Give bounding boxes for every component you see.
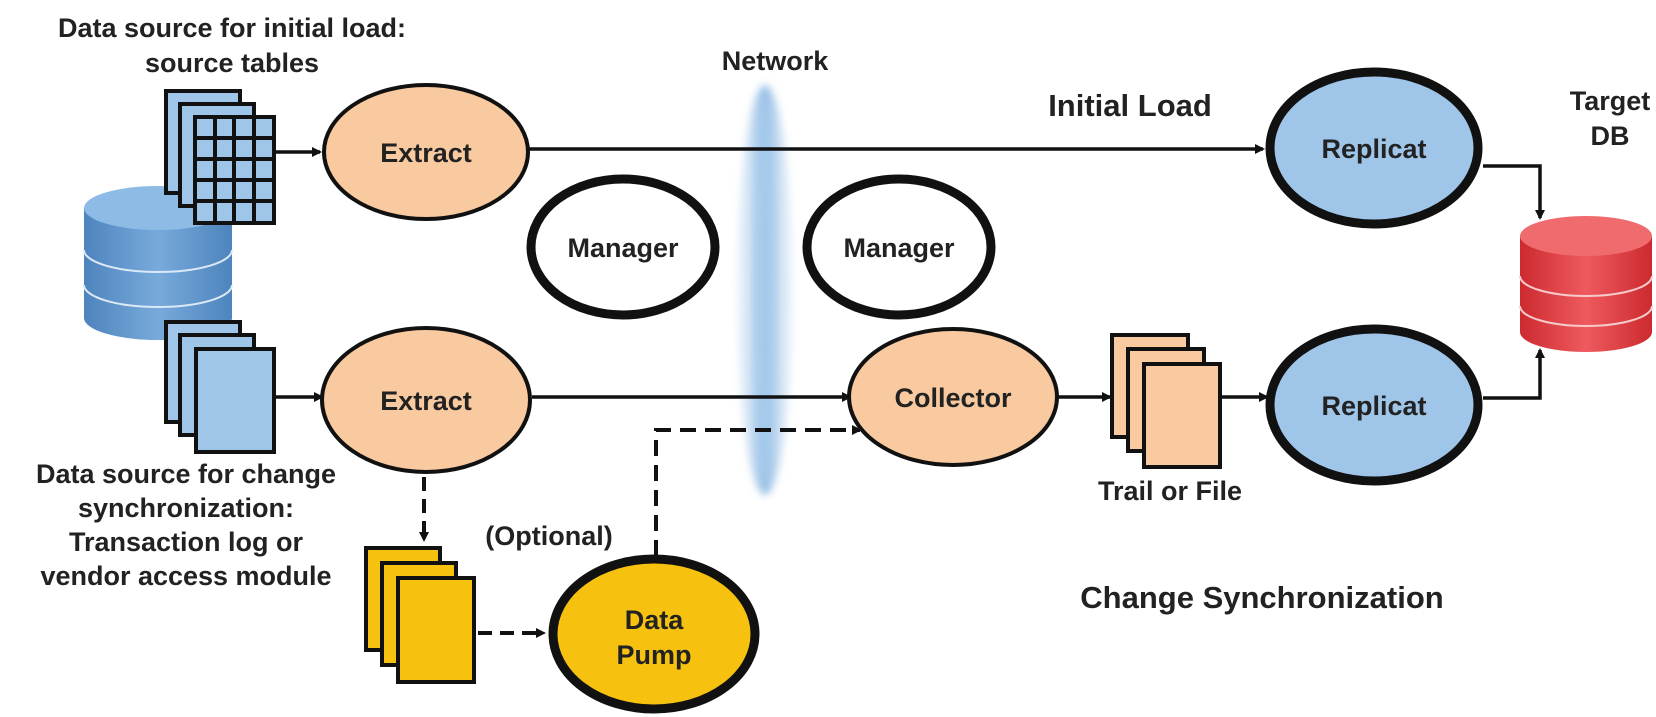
extract-initial-node: Extract — [322, 83, 530, 221]
manager-source-label: Manager — [567, 233, 679, 263]
arrow-replicat-initial-to-target — [1483, 164, 1545, 220]
replicat-initial-label: Replicat — [1321, 134, 1426, 164]
initial-source-caption-line1: Data source for initial load: — [58, 13, 406, 43]
collector-label: Collector — [894, 383, 1012, 413]
transaction-log-documents-icon — [164, 320, 276, 454]
data-pump-label-line1: Data — [625, 605, 685, 635]
extract-initial-label: Extract — [380, 138, 472, 168]
manager-target-node: Manager — [802, 174, 996, 320]
change-synchronization-label: Change Synchronization — [1080, 580, 1443, 615]
extract-change-label: Extract — [380, 386, 472, 416]
arrow-replicat-change-to-target — [1483, 348, 1545, 400]
pump-trail-documents-icon — [364, 546, 476, 684]
extract-change-node: Extract — [320, 326, 532, 474]
connectors — [276, 144, 1545, 638]
change-source-caption-line1: Data source for change — [36, 459, 336, 489]
network-cloud — [737, 85, 793, 495]
data-pump-node: Data Pump — [548, 554, 760, 714]
replicat-change-node: Replicat — [1265, 324, 1483, 486]
target-db-label-line2: DB — [1591, 121, 1630, 151]
trail-or-file-label: Trail or File — [1098, 476, 1242, 506]
initial-source-caption-line2: source tables — [145, 48, 319, 78]
data-pump-label-line2: Pump — [616, 640, 691, 670]
source-tables-icon — [164, 89, 276, 225]
manager-target-label: Manager — [843, 233, 955, 263]
collector-node: Collector — [847, 327, 1059, 467]
manager-source-node: Manager — [526, 174, 720, 320]
arrow-pump-to-collector — [654, 425, 862, 556]
change-source-caption-line4: vendor access module — [40, 561, 331, 591]
target-database-icon — [1519, 216, 1653, 352]
change-source-caption-line3: Transaction log or — [69, 527, 304, 557]
optional-label: (Optional) — [485, 521, 612, 551]
replicat-change-label: Replicat — [1321, 391, 1426, 421]
trail-file-documents-icon — [1110, 333, 1222, 469]
replicat-initial-node: Replicat — [1265, 67, 1483, 229]
change-source-caption-line2: synchronization: — [78, 493, 294, 523]
initial-load-label: Initial Load — [1048, 88, 1212, 123]
network-label: Network — [722, 46, 830, 76]
target-db-label-line1: Target — [1570, 86, 1651, 116]
